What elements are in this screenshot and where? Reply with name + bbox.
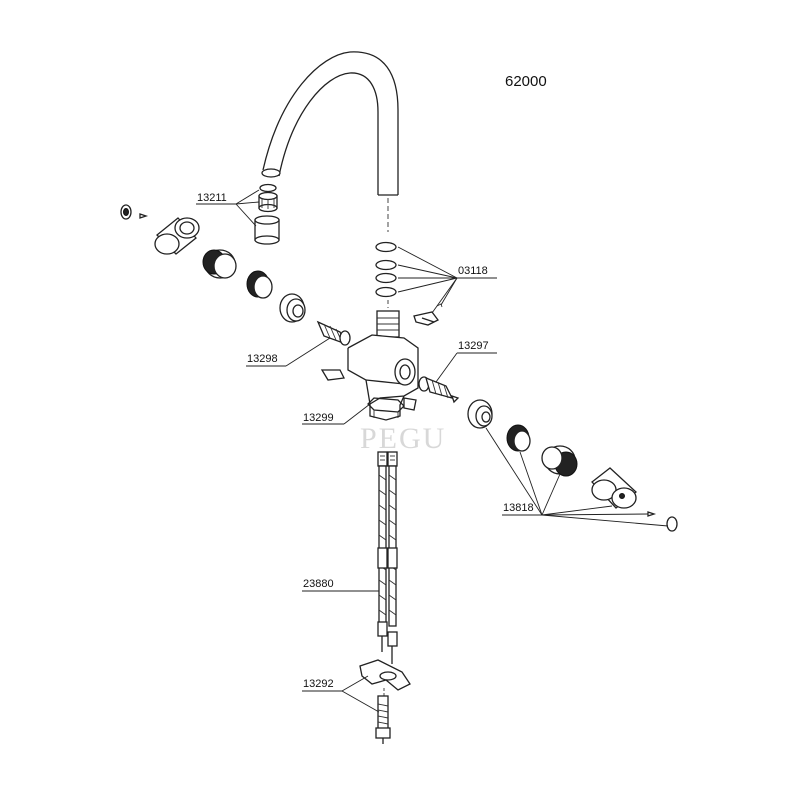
left-cartridge-assembly [120,204,351,346]
aerator-assembly [254,183,280,245]
label-handle-kit: 13818 [485,427,669,527]
label-hoses: 23880 [302,578,379,592]
right-cartridge-assembly [418,376,678,532]
part-number-handle-kit: 13818 [503,502,534,514]
left-bonnet [279,293,306,323]
label-right-cartridge: 13297 [435,340,497,383]
right-cartridge [418,376,460,404]
label-mounting: 13292 [302,675,380,713]
mounting-hardware [359,659,411,744]
right-handle [591,467,637,509]
left-cartridge [316,320,351,346]
left-knurled-sleeve [202,249,237,279]
watermark-brand: PEGU [360,422,446,455]
part-number-body: 13299 [303,412,334,424]
watermark: PEGU [360,422,446,455]
part-number-left-cartridge: 13298 [247,353,278,365]
model-number: 62000 [505,73,547,90]
part-number-aerator: 13211 [197,192,227,204]
part-number-mounting: 13292 [303,678,334,690]
label-seals: 03118 [397,246,497,314]
faucet-body [320,310,419,421]
supply-hoses [377,451,398,664]
right-knurled-sleeve [541,445,578,477]
part-number-seals: 03118 [458,265,488,277]
right-bonnet [467,399,493,429]
part-number-right-cartridge: 13297 [458,340,489,352]
label-body: 13299 [302,403,371,425]
seal-stack [375,241,443,326]
left-knurled-ring [246,270,273,299]
right-knurled-ring [506,424,531,452]
label-aerator: 13211 [196,189,260,227]
spout [261,51,399,232]
part-number-hoses: 23880 [303,578,334,590]
label-left-cartridge: 13298 [246,337,331,367]
